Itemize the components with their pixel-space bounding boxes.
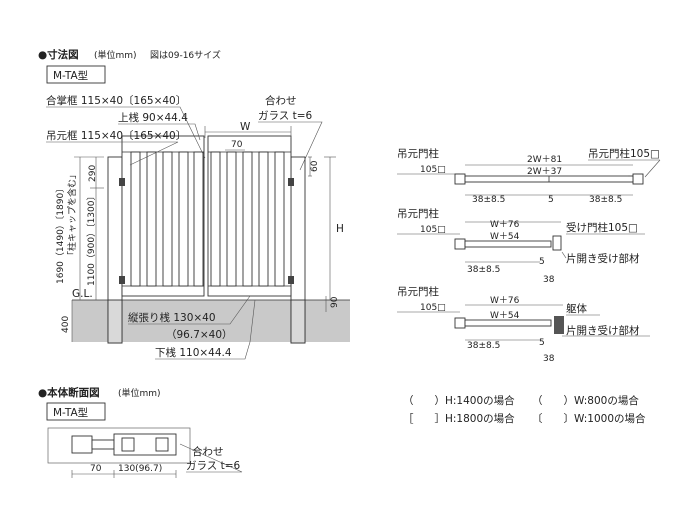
dim-290: 290 (88, 165, 98, 182)
label-glass-2: ガラス t=6 (258, 110, 313, 122)
plan-view-double: 吊元門柱 105□ 吊元門柱105□ 2W＋81 2W＋37 38±8.5 5 … (397, 147, 661, 205)
model-box (46, 65, 106, 84)
label-gl: G.L. (72, 288, 93, 300)
legend-row2-right: 〔 〕W:1000の場合 (532, 412, 646, 425)
p3-right-title: 躯体 (566, 302, 587, 315)
dim-1690: 1690（1490）〔1890〕 (55, 184, 66, 284)
right-slats (210, 151, 285, 287)
p2-left-size: 105□ (420, 225, 446, 235)
front-elevation: 合掌框 115×40〔165×40〕 上桟 90×44.4 吊元框 115×40… (46, 94, 350, 360)
p1-outer: 2W＋81 (527, 154, 562, 165)
label-cap: 「柱キャップを含む」 (66, 170, 78, 260)
size-note: 図は09-16サイズ (150, 49, 221, 61)
section-dim-130: 130(96.7) (118, 464, 162, 474)
section-model-box (46, 402, 106, 421)
p1-bottom-right: 38±8.5 (589, 195, 622, 205)
p3-wall (554, 316, 564, 334)
label-top-rail: 上桟 90×44.4 (118, 111, 188, 124)
hinge (119, 178, 125, 186)
p1-inner: 2W＋37 (527, 166, 562, 177)
section-unit: (単位mm) (118, 387, 161, 399)
hinge (288, 178, 294, 186)
p2-post-left (454, 238, 466, 250)
label-gasshou-frame: 合掌框 115×40〔165×40〕 (46, 94, 186, 107)
p1-bottom-left: 38±8.5 (472, 195, 505, 205)
section-model-label: M-TA型 (53, 406, 88, 419)
section-frame (71, 435, 93, 454)
legend-row1-left: （ ）H:1400の場合 (403, 394, 515, 407)
p3-bottom-5: 5 (539, 338, 545, 348)
dim-90: 90 (330, 296, 340, 308)
section-glass (91, 439, 115, 450)
p2-post-right (552, 235, 562, 251)
p1-left-title: 吊元門柱 (397, 147, 439, 160)
right-post-footing (290, 299, 306, 344)
plan-view-single-post: 吊元門柱 105□ 受け門柱105□ W＋76 W＋54 片開き受け部材 38±… (397, 207, 645, 285)
dim-h: H (336, 223, 344, 235)
dim-1100: 1100（900）〔1300〕 (86, 192, 97, 287)
drawing-title: ●寸法図 (38, 48, 79, 61)
label-vertical-slat-1: 縦張り桟 130×40 (128, 311, 216, 324)
p3-bottom-38: 38 (543, 354, 555, 364)
legend-row2-left: ［ ］H:1800の場合 (403, 412, 515, 425)
p2-left-title: 吊元門柱 (397, 207, 439, 220)
p3-right-note: 片開き受け部材 (566, 324, 640, 337)
label-glass-1: 合わせ (265, 94, 297, 107)
p3-left-size: 105□ (420, 303, 446, 313)
legend-row1-right: （ ）W:800の場合 (532, 394, 639, 407)
section-view: 70 130(96.7) 合わせ ガラス t=6 (47, 427, 243, 478)
p2-outer: W＋76 (490, 219, 520, 230)
label-hinge-frame: 吊元框 115×40〔165×40〕 (46, 129, 186, 142)
p1-left-size: 105□ (420, 165, 446, 175)
p3-post-left (454, 317, 466, 329)
p3-left-title: 吊元門柱 (397, 285, 439, 298)
unit-note: (単位mm) (94, 49, 137, 61)
p3-inner: W＋54 (490, 310, 520, 321)
dim-70: 70 (231, 140, 243, 150)
p1-post-right (632, 173, 644, 185)
label-vertical-slat-2: （96.7×40） (166, 329, 233, 341)
dim-400: 400 (61, 316, 71, 333)
p1-post-left (454, 173, 466, 185)
p2-right-note: 片開き受け部材 (566, 252, 640, 265)
section-glass-label-2: ガラス t=6 (186, 460, 241, 472)
plan-view-wall: 吊元門柱 105□ 躯体 W＋76 W＋54 片開き受け部材 38±8.5 5 … (397, 285, 650, 364)
model-label: M-TA型 (53, 69, 88, 82)
p2-bottom-left: 38±8.5 (467, 265, 500, 275)
p3-outer: W＋76 (490, 295, 520, 306)
dim-60: 60 (310, 160, 320, 172)
p1-right-title: 吊元門柱105□ (588, 147, 660, 160)
left-slats (130, 151, 204, 287)
p3-bottom-left: 38±8.5 (467, 341, 500, 351)
p2-bottom-5: 5 (539, 257, 545, 267)
p2-right-title: 受け門柱105□ (566, 221, 638, 234)
left-post-footing (107, 299, 123, 344)
p1-bottom-center: 5 (548, 195, 554, 205)
section-glass-label-1: 合わせ (192, 445, 224, 458)
hinge (119, 276, 125, 284)
dim-w: W (240, 121, 251, 133)
hinge (288, 276, 294, 284)
section-dim-70: 70 (90, 464, 102, 474)
section-title: ●本体断面図 (38, 386, 100, 399)
p2-inner: W＋54 (490, 231, 520, 242)
p2-bottom-38: 38 (543, 275, 555, 285)
legend: （ ）H:1400の場合 （ ）W:800の場合 ［ ］H:1800の場合 〔 … (403, 394, 646, 425)
label-bottom-rail: 下桟 110×44.4 (155, 346, 232, 359)
